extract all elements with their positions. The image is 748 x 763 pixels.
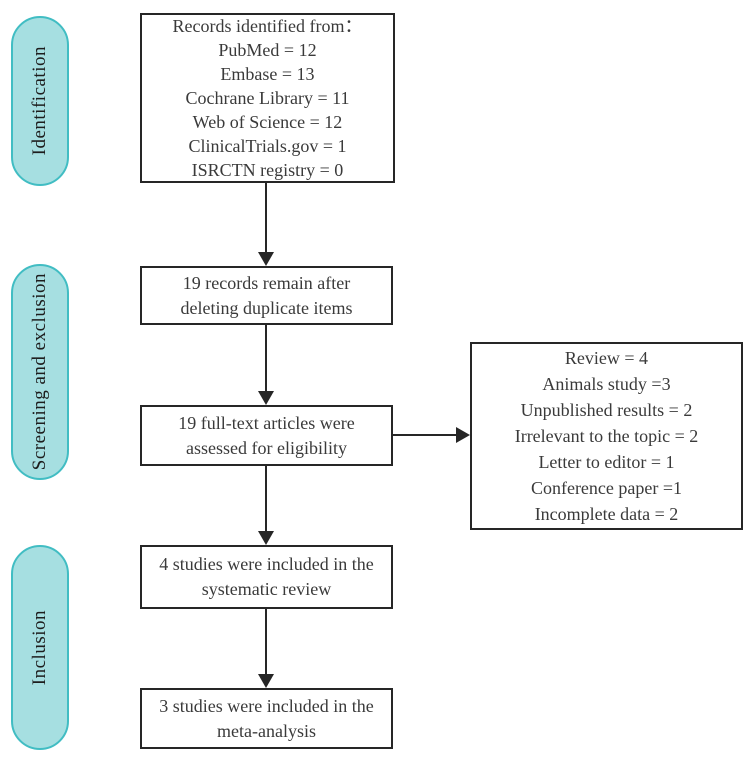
arrow-head-icon [258, 531, 274, 545]
down-arrow-fulltext-to-systematic [257, 466, 275, 545]
down-arrow-dedup-to-fulltext [257, 325, 275, 405]
exclusion-reasons-text: Review = 4 Animals study =3 Unpublished … [514, 348, 699, 524]
duplicates-removed-text: 19 records remain after deleting duplica… [180, 272, 353, 318]
down-arrow-records-to-dedup [257, 183, 275, 266]
flow-box-systematic-review: 4 studies were included in the systemati… [140, 545, 393, 609]
stage-label-inclusion: Inclusion [29, 609, 50, 686]
flow-box-records-identified: Records identified from： PubMed = 12 Emb… [140, 13, 395, 183]
arrow-shaft [393, 434, 457, 436]
arrow-shaft [265, 325, 267, 392]
arrow-head-icon [456, 427, 470, 443]
flow-box-meta-analysis: 3 studies were included in the meta-anal… [140, 688, 393, 749]
meta-analysis-text: 3 studies were included in the meta-anal… [159, 695, 374, 741]
arrow-head-icon [258, 391, 274, 405]
flow-box-duplicates-removed: 19 records remain after deleting duplica… [140, 266, 393, 325]
flow-box-fulltext-assessed: 19 full-text articles were assessed for … [140, 405, 393, 466]
arrow-shaft [265, 183, 267, 253]
fulltext-assessed-text: 19 full-text articles were assessed for … [178, 412, 355, 458]
arrow-shaft [265, 466, 267, 532]
arrow-head-icon [258, 252, 274, 266]
arrow-head-icon [258, 674, 274, 688]
flow-box-exclusion-reasons: Review = 4 Animals study =3 Unpublished … [470, 342, 743, 530]
right-arrow-fulltext-to-exclusions [393, 426, 470, 444]
records-identified-text: Records identified from： PubMed = 12 Emb… [172, 16, 363, 180]
systematic-review-text: 4 studies were included in the systemati… [159, 554, 374, 599]
arrow-shaft [265, 609, 267, 675]
stage-label-identification: Identification [29, 46, 50, 156]
stage-pill-inclusion: Inclusion [11, 545, 69, 750]
stage-pill-screening-and-exclusion: Screening and exclusion [11, 264, 69, 480]
stage-label-screening-and-exclusion: Screening and exclusion [29, 273, 50, 471]
stage-pill-identification: Identification [11, 16, 69, 186]
down-arrow-systematic-to-meta [257, 609, 275, 688]
